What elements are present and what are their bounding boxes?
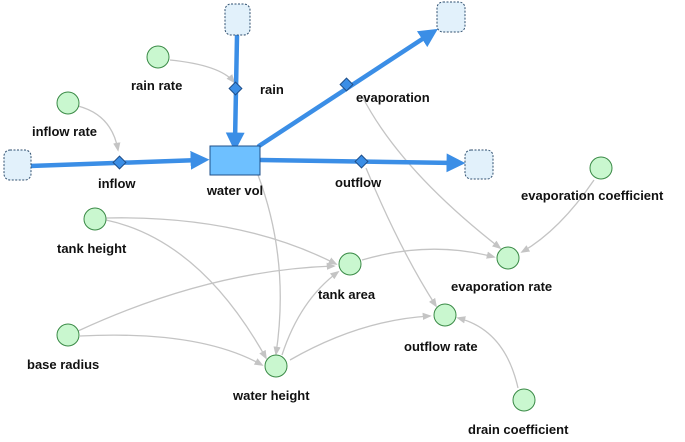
variables-group bbox=[56, 45, 613, 412]
link-evaporation-to-evaporation-rate bbox=[361, 95, 502, 250]
variable-label-outflow-rate: outflow rate bbox=[404, 339, 478, 354]
link-tank-height-to-water-height bbox=[105, 219, 267, 360]
stock-label-water-vol: water vol bbox=[206, 183, 263, 198]
variable-label-evaporation-coefficient: evaporation coefficient bbox=[521, 188, 664, 203]
link-drain-coefficient-to-outflow-rate bbox=[456, 316, 519, 389]
link-evaporation-coefficient-to-evaporation-rate bbox=[520, 179, 595, 253]
link-rain-rate-to-rain bbox=[169, 59, 236, 84]
valve-evaporation-icon[interactable] bbox=[339, 77, 354, 92]
flow-label-rain: rain bbox=[260, 82, 284, 97]
labels-group: water vol rain evaporation inflow outflo… bbox=[27, 78, 664, 437]
variable-label-tank-area: tank area bbox=[318, 287, 376, 302]
cloud-source-inflow-icon bbox=[3, 149, 32, 181]
cloud-source-rain-icon bbox=[224, 3, 251, 36]
variable-label-tank-height: tank height bbox=[57, 241, 127, 256]
valve-outflow-icon[interactable] bbox=[354, 154, 369, 169]
link-base-radius-to-water-height bbox=[79, 334, 264, 366]
link-water-vol-to-water-height bbox=[257, 174, 281, 356]
link-inflow-rate-to-inflow bbox=[77, 105, 121, 152]
variable-label-water-height: water height bbox=[232, 388, 310, 403]
variable-drain-coefficient[interactable] bbox=[512, 388, 536, 412]
variable-tank-height[interactable] bbox=[83, 207, 107, 231]
cloud-sink-evaporation-icon bbox=[436, 1, 466, 33]
link-outflow-to-outflow-rate bbox=[365, 167, 437, 308]
variable-label-evaporation-rate: evaporation rate bbox=[451, 279, 552, 294]
clouds-group bbox=[3, 1, 494, 181]
link-tank-height-to-tank-area bbox=[105, 217, 338, 265]
valve-inflow-icon[interactable] bbox=[112, 155, 127, 170]
variable-evaporation-coefficient[interactable] bbox=[589, 156, 613, 180]
link-base-radius-to-tank-area bbox=[77, 262, 336, 332]
variable-evaporation-rate[interactable] bbox=[496, 246, 520, 270]
variable-label-drain-coefficient: drain coefficient bbox=[468, 422, 569, 437]
cloud-sink-outflow-icon bbox=[464, 149, 494, 180]
flow-label-outflow: outflow bbox=[335, 175, 382, 190]
valves-group bbox=[112, 77, 369, 170]
link-water-height-to-outflow-rate bbox=[289, 312, 432, 361]
variable-label-rain-rate: rain rate bbox=[131, 78, 182, 93]
variable-base-radius[interactable] bbox=[56, 323, 80, 347]
variable-outflow-rate[interactable] bbox=[433, 303, 457, 327]
valve-rain-icon[interactable] bbox=[228, 81, 243, 96]
variable-label-inflow-rate: inflow rate bbox=[32, 124, 97, 139]
link-tank-area-to-evaporation-rate bbox=[361, 248, 496, 261]
flow-pipe-evaporation bbox=[256, 28, 438, 149]
link-water-height-to-tank-area bbox=[281, 270, 340, 356]
flow-label-evaporation: evaporation bbox=[356, 90, 430, 105]
variable-water-height[interactable] bbox=[264, 354, 288, 378]
links-group bbox=[77, 59, 595, 389]
variable-inflow-rate[interactable] bbox=[56, 91, 80, 115]
variable-rain-rate[interactable] bbox=[146, 45, 170, 69]
variable-label-base-radius: base radius bbox=[27, 357, 99, 372]
stock-water-vol[interactable] bbox=[209, 145, 261, 176]
flow-label-inflow: inflow bbox=[98, 176, 136, 191]
variable-tank-area[interactable] bbox=[338, 252, 362, 276]
